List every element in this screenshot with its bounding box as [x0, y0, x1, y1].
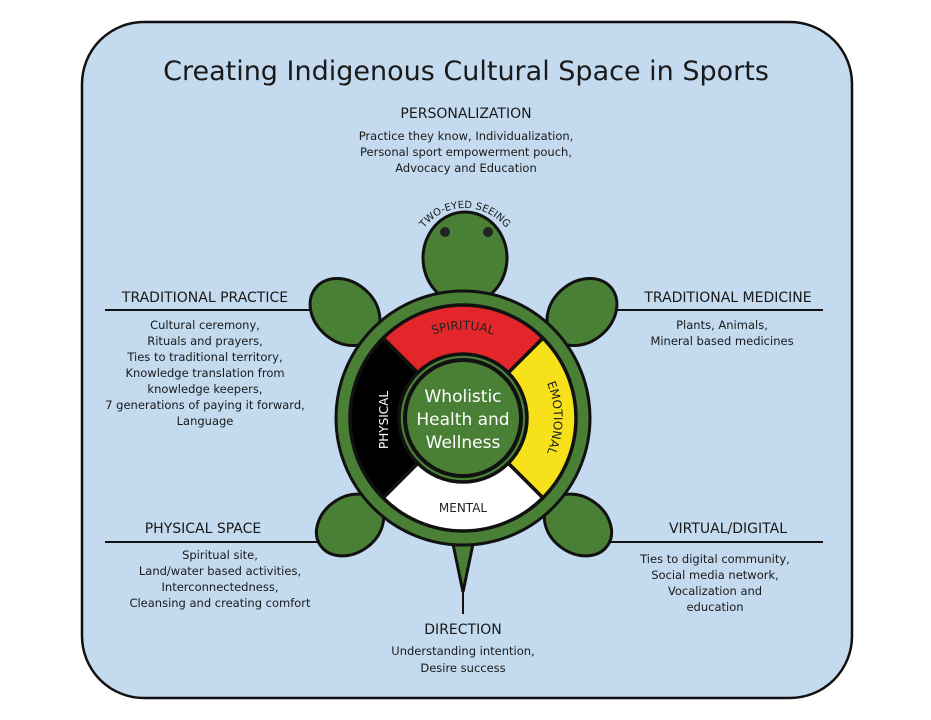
text-line: Personal sport empowerment pouch,	[360, 145, 572, 159]
text-line: Desire success	[420, 661, 505, 675]
text-line: Understanding intention,	[391, 644, 534, 658]
text-line: Social media network,	[651, 568, 779, 582]
text-line: Cultural ceremony,	[150, 318, 260, 332]
text-line: Ties to traditional territory,	[126, 350, 282, 364]
text-line: Cleansing and creating comfort	[129, 596, 311, 610]
physical-label: PHYSICAL	[377, 391, 391, 449]
heading: VIRTUAL/DIGITAL	[669, 521, 787, 537]
text-line: Ties to digital community,	[639, 552, 790, 566]
segment-physical	[348, 335, 421, 501]
center-text-2: Health and	[416, 410, 509, 430]
eye-left	[440, 227, 450, 237]
text-line: Mineral based medicines	[650, 334, 793, 348]
text-line: Knowledge translation from	[125, 366, 284, 380]
center-circle	[403, 358, 523, 478]
section-traditional-medicine: TRADITIONAL MEDICINE Plants, Animals, Mi…	[643, 290, 811, 348]
heading: DIRECTION	[424, 622, 501, 638]
section-virtual-digital: VIRTUAL/DIGITAL Ties to digital communit…	[639, 521, 790, 614]
medicine-wheel	[348, 303, 578, 533]
connector-lines	[105, 309, 823, 614]
section-physical-space: PHYSICAL SPACE Spiritual site, Land/wate…	[129, 521, 311, 610]
center-text-3: Wellness	[426, 433, 501, 453]
text-line: Interconnectedness,	[162, 580, 279, 594]
segment-spiritual	[380, 303, 546, 376]
text-line: Practice they know, Individualization,	[359, 129, 574, 143]
text-line: 7 generations of paying it forward,	[105, 398, 305, 412]
center-text-1: Wholistic	[424, 387, 501, 407]
segment-emotional	[505, 335, 578, 501]
text-line: Land/water based activities,	[139, 564, 301, 578]
text-line: knowledge keepers,	[147, 382, 262, 396]
heading: TRADITIONAL PRACTICE	[121, 290, 288, 306]
text-line: education	[686, 600, 743, 614]
heading: TRADITIONAL MEDICINE	[643, 290, 811, 306]
heading: PHYSICAL SPACE	[145, 521, 262, 537]
text-line: Plants, Animals,	[676, 318, 768, 332]
text-line: Rituals and prayers,	[147, 334, 263, 348]
section-traditional-practice: TRADITIONAL PRACTICE Cultural ceremony, …	[105, 290, 305, 428]
heading: PERSONALIZATION	[400, 106, 531, 122]
text-line: Language	[177, 414, 234, 428]
segment-mental	[380, 460, 546, 533]
section-personalization: PERSONALIZATION Practice they know, Indi…	[359, 106, 574, 175]
eye-right	[483, 227, 493, 237]
diagram-title: Creating Indigenous Cultural Space in Sp…	[163, 56, 769, 87]
mental-label: MENTAL	[439, 501, 488, 515]
text-line: Advocacy and Education	[395, 161, 537, 175]
text-line: Vocalization and	[668, 584, 762, 598]
section-direction: DIRECTION Understanding intention, Desir…	[391, 622, 534, 675]
text-line: Spiritual site,	[182, 548, 258, 562]
